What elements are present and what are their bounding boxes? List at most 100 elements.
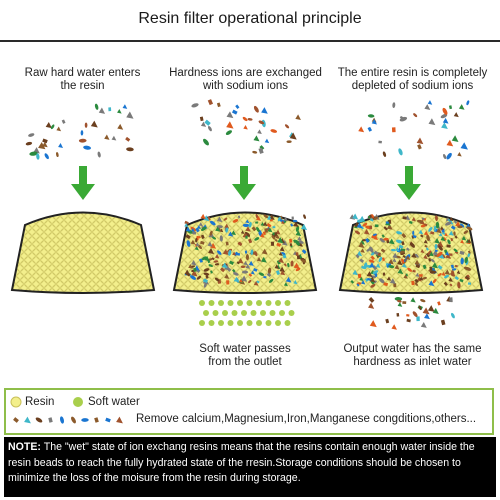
ion-particle	[453, 231, 456, 236]
ion-particle	[427, 100, 433, 105]
ion-particle	[208, 248, 215, 255]
ion-particle	[396, 255, 401, 259]
ion-particle	[247, 238, 253, 244]
ion-particle	[197, 235, 201, 239]
ion-particle	[459, 250, 465, 255]
ion-particle	[256, 215, 262, 221]
caption-line: Hardness ions are exchanged	[169, 67, 322, 79]
ion-particle	[361, 280, 366, 285]
soft-water-dot	[237, 320, 243, 326]
ion-particle	[401, 258, 405, 264]
ion-particle	[454, 276, 459, 281]
ion-particle	[355, 254, 360, 259]
ion-particle	[94, 103, 99, 110]
ion-particles-icon	[13, 416, 123, 424]
ion-particle	[207, 126, 212, 132]
ion-particle	[416, 137, 424, 145]
ion-particle	[240, 230, 245, 234]
ion-particle	[196, 275, 202, 280]
ion-particle	[215, 226, 221, 232]
ion-particle	[105, 417, 111, 423]
ion-particle	[444, 232, 448, 237]
ion-particle	[104, 134, 110, 140]
soft-water-dot	[231, 310, 238, 316]
ion-particle	[272, 226, 276, 229]
soft-water-dot	[227, 300, 234, 306]
ion-particle	[441, 254, 446, 259]
ion-particle	[224, 273, 230, 279]
soft-water-dot	[275, 300, 281, 306]
ion-particle	[402, 263, 407, 268]
ion-particle	[286, 140, 292, 143]
ion-particle	[433, 225, 437, 232]
ion-particle	[371, 119, 377, 125]
ion-particle	[428, 258, 432, 262]
ion-particle	[412, 234, 417, 239]
ion-particle	[443, 281, 448, 287]
ion-particle	[457, 281, 461, 289]
ion-particle	[190, 275, 197, 280]
ion-particle	[424, 313, 430, 320]
ion-particle	[448, 230, 454, 236]
ion-particle	[411, 280, 415, 286]
ion-particle	[356, 283, 360, 287]
ion-particle	[467, 252, 471, 258]
soft-water-dot	[275, 320, 281, 326]
ion-particle	[281, 239, 288, 246]
ion-particle	[283, 282, 289, 287]
ion-particle	[356, 222, 363, 229]
ion-particle	[228, 231, 234, 237]
ion-particle	[434, 243, 438, 250]
ion-particle	[459, 278, 464, 283]
ion-particle	[449, 297, 453, 303]
ion-particle	[411, 252, 417, 259]
ion-particle	[13, 417, 19, 423]
ion-particle	[445, 253, 452, 259]
ion-particle	[126, 111, 134, 119]
ion-particle	[369, 276, 376, 283]
ion-particle	[365, 238, 370, 243]
ion-particle	[383, 237, 389, 241]
ion-particle	[266, 272, 272, 278]
ion-particle	[411, 216, 417, 222]
ion-particle	[454, 264, 458, 268]
ion-particle	[50, 124, 55, 130]
ion-particle	[248, 273, 253, 277]
ion-particle	[303, 214, 306, 219]
ion-particle	[392, 258, 397, 263]
ion-particle	[430, 258, 435, 263]
panel-1-caption-top: Raw hard water enters the resin	[0, 67, 165, 93]
ion-particle	[444, 269, 451, 275]
ion-particle	[386, 223, 393, 230]
soft-water-dot	[256, 320, 262, 326]
ion-particle	[354, 230, 361, 235]
caption-line: depleted of sodium ions	[351, 80, 474, 92]
ion-particle	[191, 103, 199, 108]
ion-particle	[266, 222, 272, 228]
legend-ions-label: Remove calcium,Magnesium,Iron,Manganese …	[136, 413, 477, 425]
ion-particle	[454, 235, 458, 239]
ion-particle	[257, 129, 262, 135]
ion-particle	[203, 215, 210, 222]
ion-particle	[375, 263, 381, 268]
ion-particle	[382, 151, 387, 157]
ion-particle	[122, 104, 128, 109]
ion-particle	[271, 235, 276, 240]
ion-particle	[213, 260, 219, 263]
ion-particle	[239, 279, 243, 283]
ion-particle	[221, 262, 228, 269]
ion-particle	[290, 260, 294, 267]
ion-particle	[80, 130, 84, 136]
ion-particle	[415, 264, 421, 269]
ion-particle	[293, 262, 300, 269]
ion-particle	[295, 230, 302, 237]
ion-particle	[296, 255, 300, 260]
ion-particle	[204, 255, 210, 262]
ion-particle	[440, 319, 446, 326]
ion-particle	[368, 259, 375, 263]
ion-particle	[399, 250, 405, 254]
ion-particle	[359, 215, 366, 222]
ion-particle	[461, 235, 467, 241]
ion-particle	[245, 226, 251, 232]
ion-particle	[242, 116, 248, 122]
